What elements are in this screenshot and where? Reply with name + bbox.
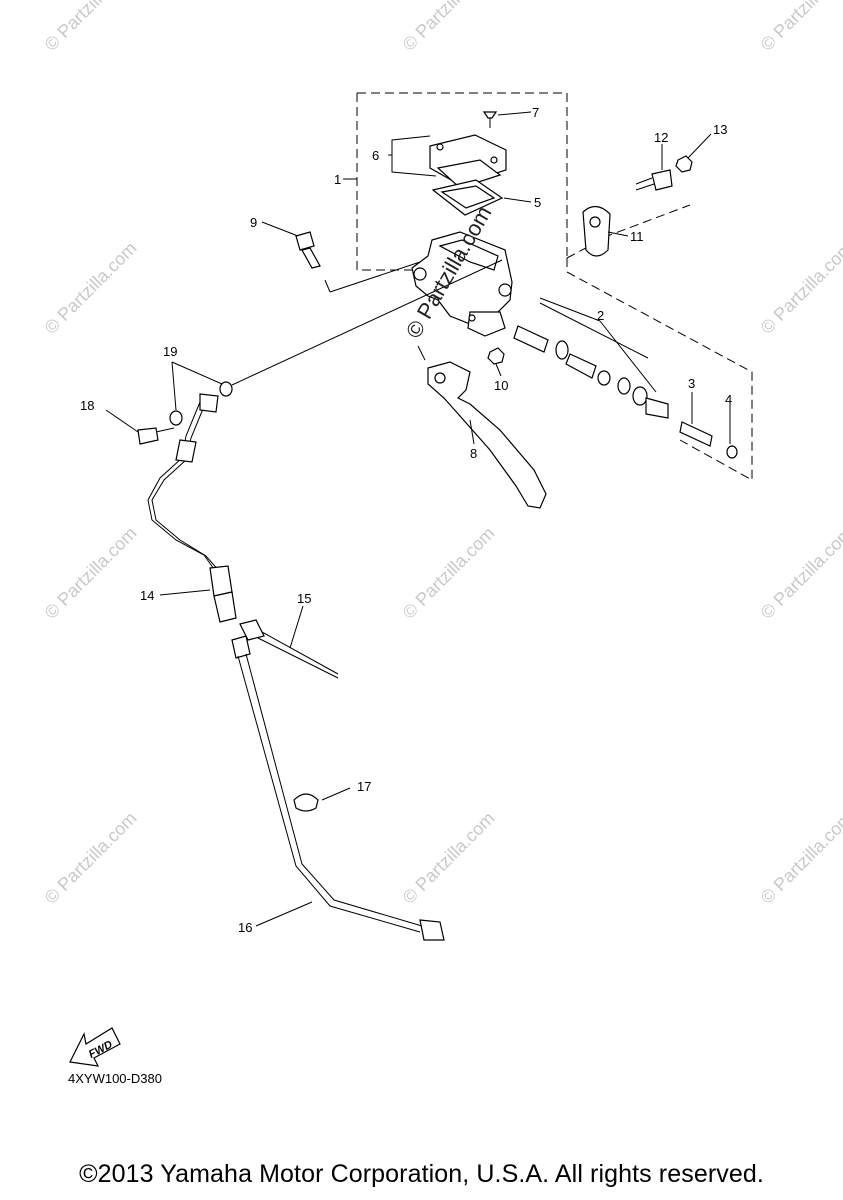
callout-5: 5 xyxy=(534,195,541,210)
watermark-tile: © Partzilla.com xyxy=(41,0,141,55)
watermark-tile: © Partzilla.com xyxy=(757,523,843,623)
clutch-pipe xyxy=(231,635,445,941)
callout-10: 10 xyxy=(494,378,508,393)
clutch-lever xyxy=(417,345,547,509)
cap-screw xyxy=(482,111,498,128)
callout-17: 17 xyxy=(357,779,371,794)
clamp-nut xyxy=(675,155,693,173)
clamp-holder xyxy=(582,205,611,257)
piston-kit xyxy=(513,302,738,459)
callout-12: 12 xyxy=(654,130,668,145)
watermark-tile: © Partzilla.com xyxy=(41,238,141,338)
union-bolt xyxy=(295,231,321,269)
callout-7: 7 xyxy=(532,105,539,120)
callout-4: 4 xyxy=(725,392,732,407)
callout-labels: 1 2 3 4 5 6 7 8 9 10 11 12 13 14 15 16 1… xyxy=(80,105,732,935)
callout-11: 11 xyxy=(630,229,644,244)
watermark-tile: © Partzilla.com xyxy=(399,523,499,623)
watermark-tile: © Partzilla.com xyxy=(399,808,499,908)
leader-lines xyxy=(105,111,731,927)
clamp-bolt xyxy=(635,169,673,191)
watermark-tile: © Partzilla.com xyxy=(41,523,141,623)
pipe-clamp xyxy=(293,793,319,812)
callout-18: 18 xyxy=(80,398,94,413)
group-outline-reservoir xyxy=(356,92,568,271)
reservoir-cap xyxy=(429,134,507,216)
diagram-code: 4XYW100-D380 xyxy=(68,1071,162,1086)
callout-8: 8 xyxy=(470,446,477,461)
callout-2: 2 xyxy=(597,308,604,323)
copyright-notice: ©2013 Yamaha Motor Corporation, U.S.A. A… xyxy=(79,1160,764,1188)
watermark-tile: © Partzilla.com xyxy=(399,0,499,55)
callout-15: 15 xyxy=(297,591,311,606)
watermark-tile: © Partzilla.com xyxy=(41,808,141,908)
callout-19: 19 xyxy=(163,344,177,359)
clutch-hose xyxy=(137,259,503,623)
watermark-tile: © Partzilla.com xyxy=(757,808,843,908)
watermark-tile: © Partzilla.com xyxy=(757,0,843,55)
callout-16: 16 xyxy=(238,920,252,935)
callout-14: 14 xyxy=(140,588,154,603)
callout-13: 13 xyxy=(713,122,727,137)
callout-6: 6 xyxy=(372,148,379,163)
fwd-arrow-icon: FWD xyxy=(69,1027,121,1067)
callout-1: 1 xyxy=(334,172,341,187)
callout-3: 3 xyxy=(688,376,695,391)
pivot-nut xyxy=(487,347,505,365)
cable-tie xyxy=(239,619,339,679)
watermark-tile: © Partzilla.com xyxy=(757,238,843,338)
callout-9: 9 xyxy=(250,215,257,230)
